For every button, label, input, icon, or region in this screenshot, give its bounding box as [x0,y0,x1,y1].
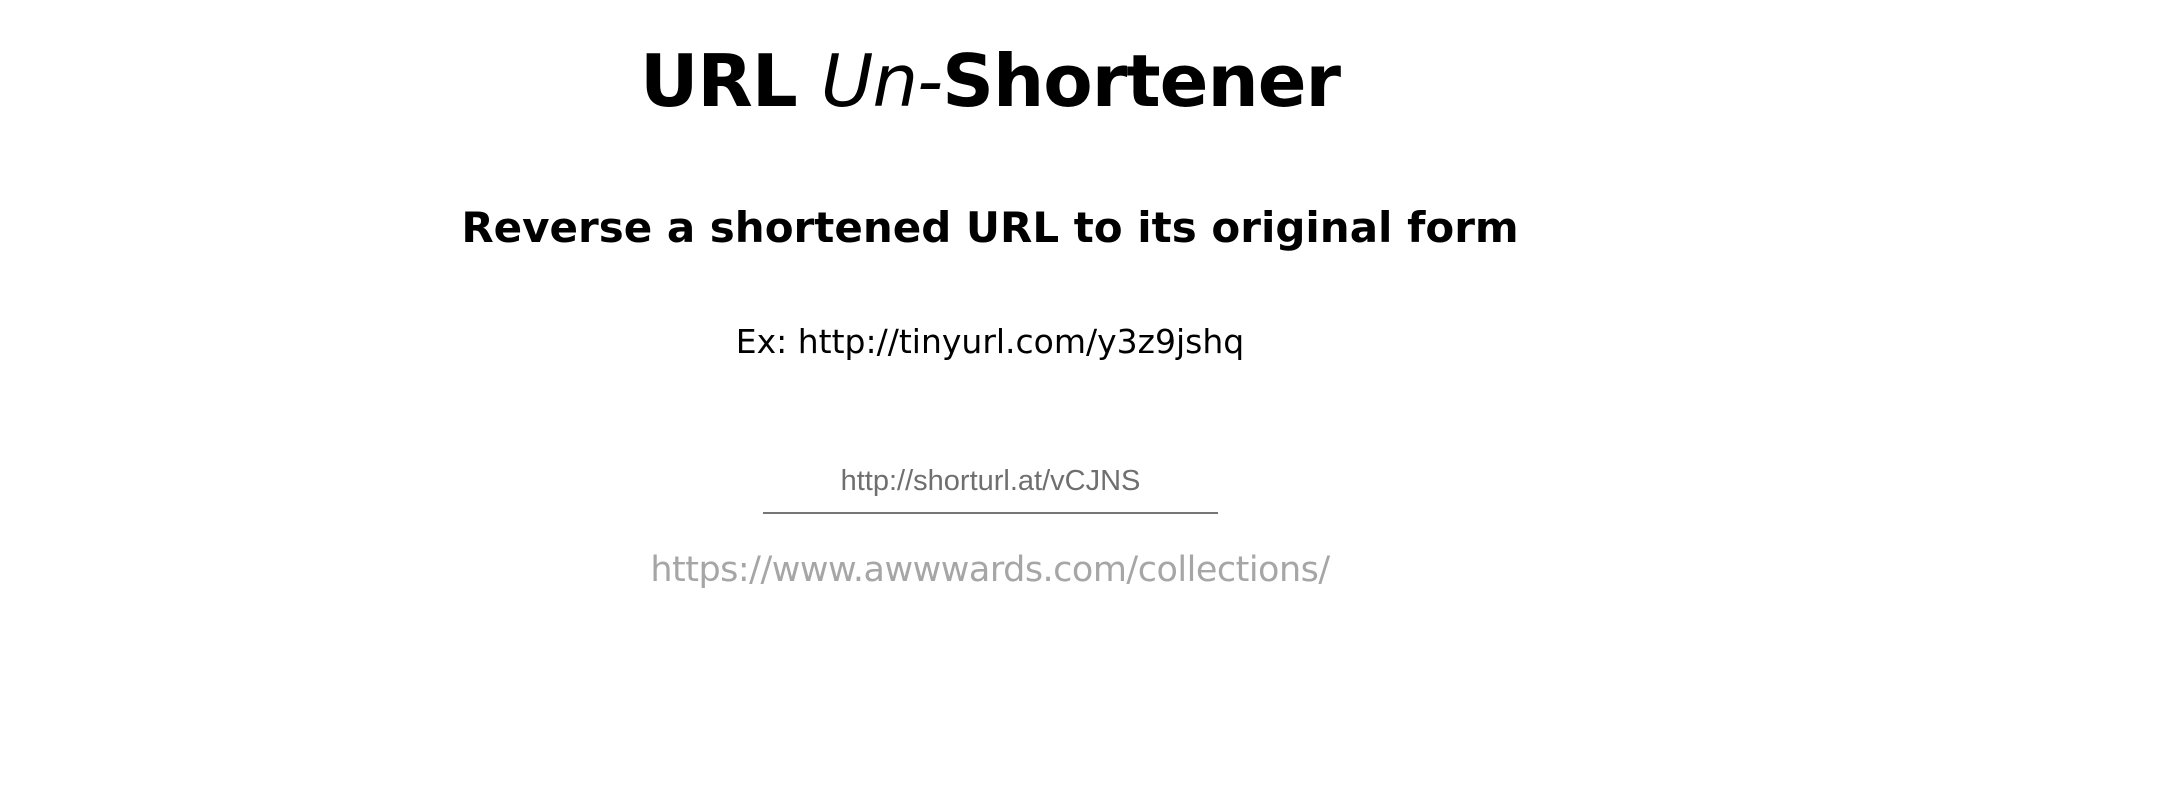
result-url[interactable]: https://www.awwwards.com/collections/ [650,550,1330,590]
title-prefix: URL [639,39,821,123]
url-input-container [763,450,1218,514]
example-text: Ex: http://tinyurl.com/y3z9jshq [735,322,1245,361]
url-input[interactable] [763,450,1218,512]
title-suffix: Shortener [942,39,1341,123]
page-subtitle: Reverse a shortened URL to its original … [461,203,1519,252]
page-title: URL Un-Shortener [0,36,1980,126]
title-emphasis: Un- [820,39,943,123]
